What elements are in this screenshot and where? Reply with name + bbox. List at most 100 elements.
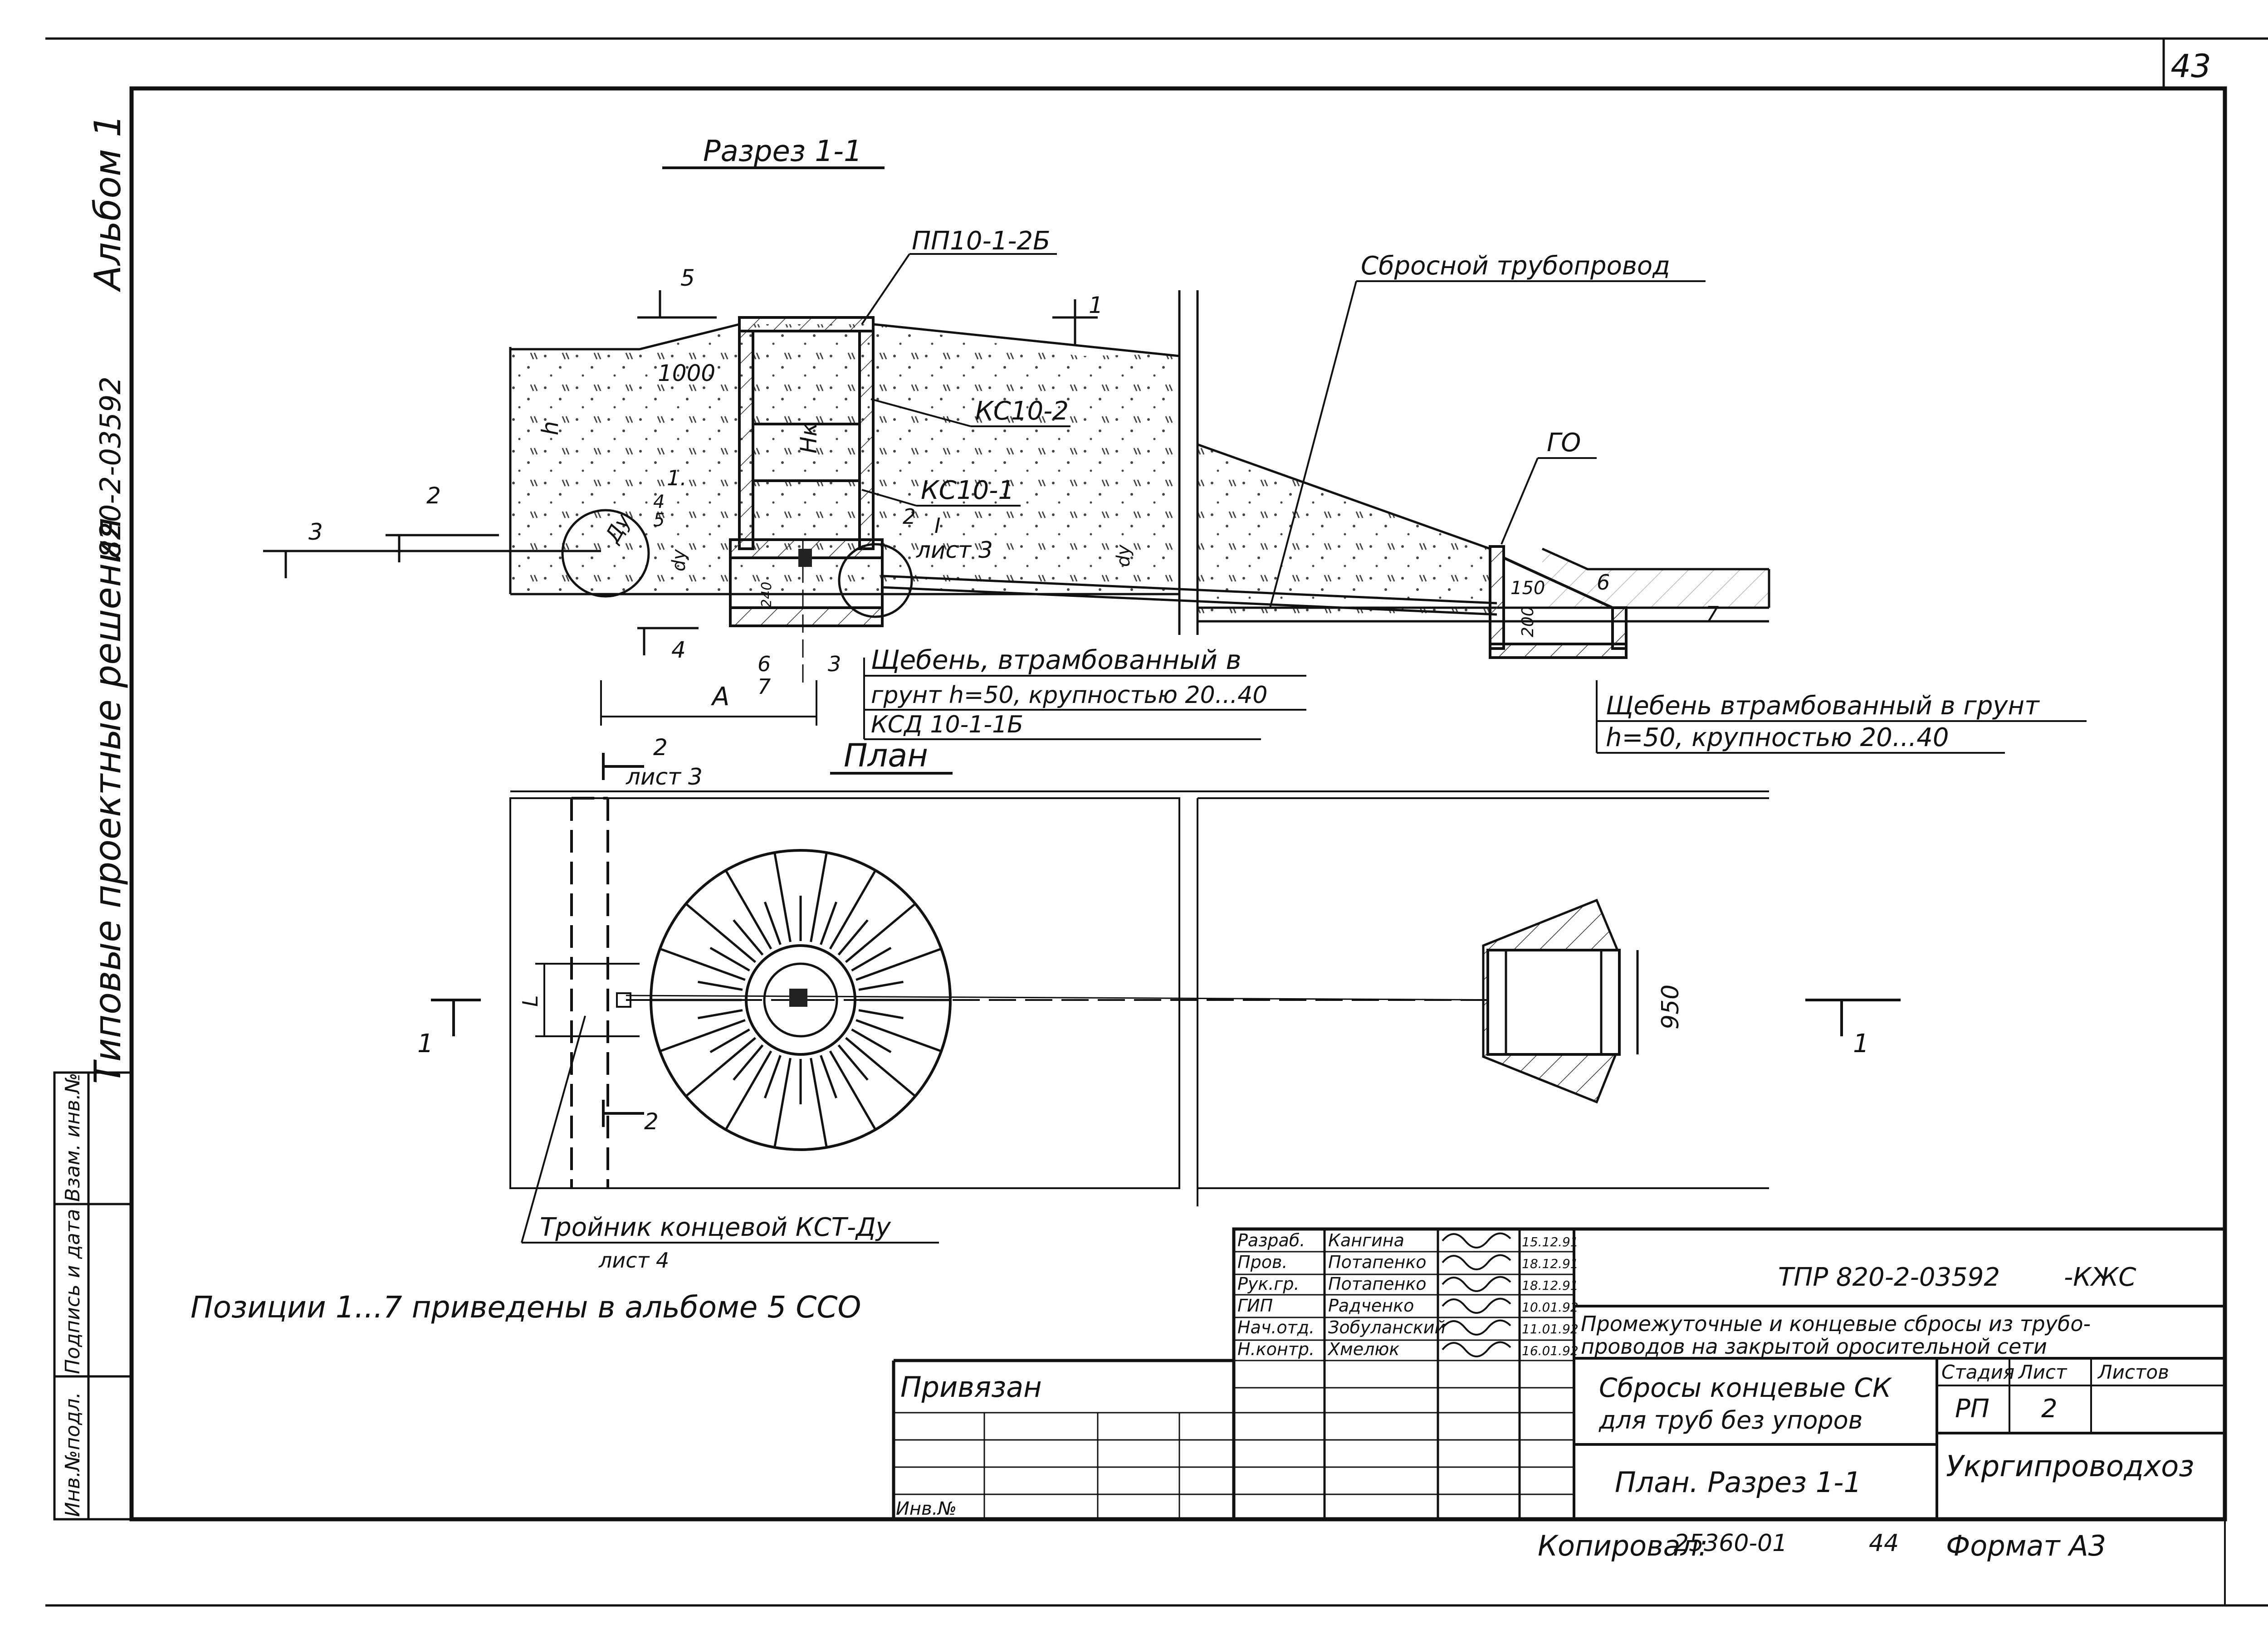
slope-tick [829,869,877,950]
inv-no-label: Инв.№ [896,1498,957,1519]
format-label: Формат А3 [1946,1529,2106,1562]
pipe-circle-right [838,543,913,618]
dim-hk: Hк [796,423,822,454]
dim-dy-right: dy [1113,544,1134,567]
side-strip: Альбом 1 820-2-03592 Типовые проектные р… [87,114,129,1084]
plan-title: План [844,737,928,774]
well-shaft [729,316,884,627]
slope-tick [820,1055,838,1098]
slope-tick [698,980,743,991]
podpis-label: Подпись и дата [61,1209,84,1374]
signature-mark [1442,1254,1511,1270]
ground-line-right [873,323,1180,357]
outlet-plan [1482,898,1639,1104]
mark-ks10-1: КС10-1 [921,476,1014,505]
num-2-left: 2 [426,483,441,509]
cut-1-left: 1 [417,1029,434,1058]
num-4-pos: 4 [653,492,665,512]
dim-150: 150 [1510,578,1545,599]
num-2-pos: 2 [903,504,916,529]
num-7-right: 7 [1706,602,1719,626]
dim-h: h [537,421,563,435]
signature-mark [1442,1341,1511,1357]
signer-name: Зобуланский [1328,1317,1446,1337]
slope-tick [855,1019,942,1053]
slope-tick [660,1019,746,1053]
slope-tick [660,947,746,981]
signer-role: Нач.отд. [1237,1317,1315,1337]
signer-date: 11.01.92 [1522,1322,1579,1336]
tee-label: Тройник концевой КСТ-Дy [540,1213,891,1242]
slope-tick [851,1028,892,1054]
slope-tick [763,1055,782,1098]
slope-tick [773,852,792,942]
slope-tick [858,980,904,991]
soil-fill-slope [1198,444,1490,617]
num-4-bottom: 4 [671,637,686,663]
sheet-frame [45,37,2268,1607]
signer-role: Пров. [1237,1252,1287,1272]
slope-tick [763,902,782,945]
signature-mark [1442,1232,1511,1249]
header-sheet: Лист [2018,1361,2068,1383]
outlet-head [1489,545,1628,659]
signer-role: Н.контр. [1237,1339,1315,1359]
pipe-label: Сбросной трубопровод [1361,251,1670,281]
series-label: Типовые проектные решения [87,518,129,1084]
album-code: 820-2-03592 [94,376,127,558]
slope-tick [724,869,772,950]
dim-1000: 1000 [658,360,715,386]
num-3-left: 3 [308,519,323,545]
privyazan-label: Привязан [900,1371,1042,1404]
slope-tick [837,1044,869,1081]
copy-number: 25360-01 [1674,1530,1787,1557]
dim-200: 200 [1519,606,1537,637]
slope-tick [837,919,869,956]
dim-950: 950 [1657,985,1684,1029]
project-title-1: Промежуточные и концевые сбросы из трубо… [1581,1312,2091,1336]
left-boxes [53,1071,133,1521]
slope-tick [851,946,892,972]
slope-tick [733,1044,764,1081]
tee-ref: лист 4 [598,1248,669,1273]
slope-tick [685,902,757,963]
slope-tick [810,1058,828,1148]
title-block-grid [892,1227,2227,1521]
dim-l: L [518,995,543,1007]
signer-date: 18.12.91 [1522,1256,1579,1271]
slope-tick [820,902,838,945]
sheet-title-2: для труб без упоров [1598,1406,1863,1434]
copy-page: 44 [1869,1530,1899,1557]
num-6-right: 6 [1597,570,1610,595]
slope-tick [829,1050,877,1131]
project-title-2: проводов на закрытой оросительной сети [1581,1334,2047,1359]
signer-name: Хмелюк [1327,1339,1399,1359]
doc-suffix: -КЖС [2064,1263,2136,1292]
view-title: План. Разрез 1-1 [1615,1466,1862,1499]
signer-role: ГИП [1237,1296,1273,1316]
section-title: Разрез 1-1 [703,135,862,168]
signer-name: Потапенко [1328,1252,1427,1272]
mark-pp: ПП10-1-2Б [912,226,1051,256]
sheet-title-1: Сбросы концевые СК [1599,1372,1892,1403]
num-1-top: 1 [1089,292,1103,318]
cut-1-right: 1 [1853,1029,1869,1058]
soil-fill [510,324,1179,594]
num-1-pos: 1. [667,466,687,490]
header-stage: Стадия [1941,1361,2014,1383]
gravel-label-1b: грунт h=50, крупностью 20...40 [871,682,1267,709]
slope-tick [724,1050,772,1131]
sheet-value: 2 [2041,1394,2058,1424]
doc-code: ТПР 820-2-03592 [1778,1263,2000,1292]
slope-tick [709,1028,750,1054]
num-3-bottom: 3 [828,652,841,676]
signer-role: Разраб. [1237,1230,1305,1250]
signer-name: Кангина [1328,1230,1404,1250]
slope-tick [709,946,750,972]
slope-line [1197,443,1491,550]
slope-tick [858,1009,904,1019]
signer-date: 15.12.91 [1522,1234,1579,1249]
num-5-pos: 5 [653,510,665,531]
